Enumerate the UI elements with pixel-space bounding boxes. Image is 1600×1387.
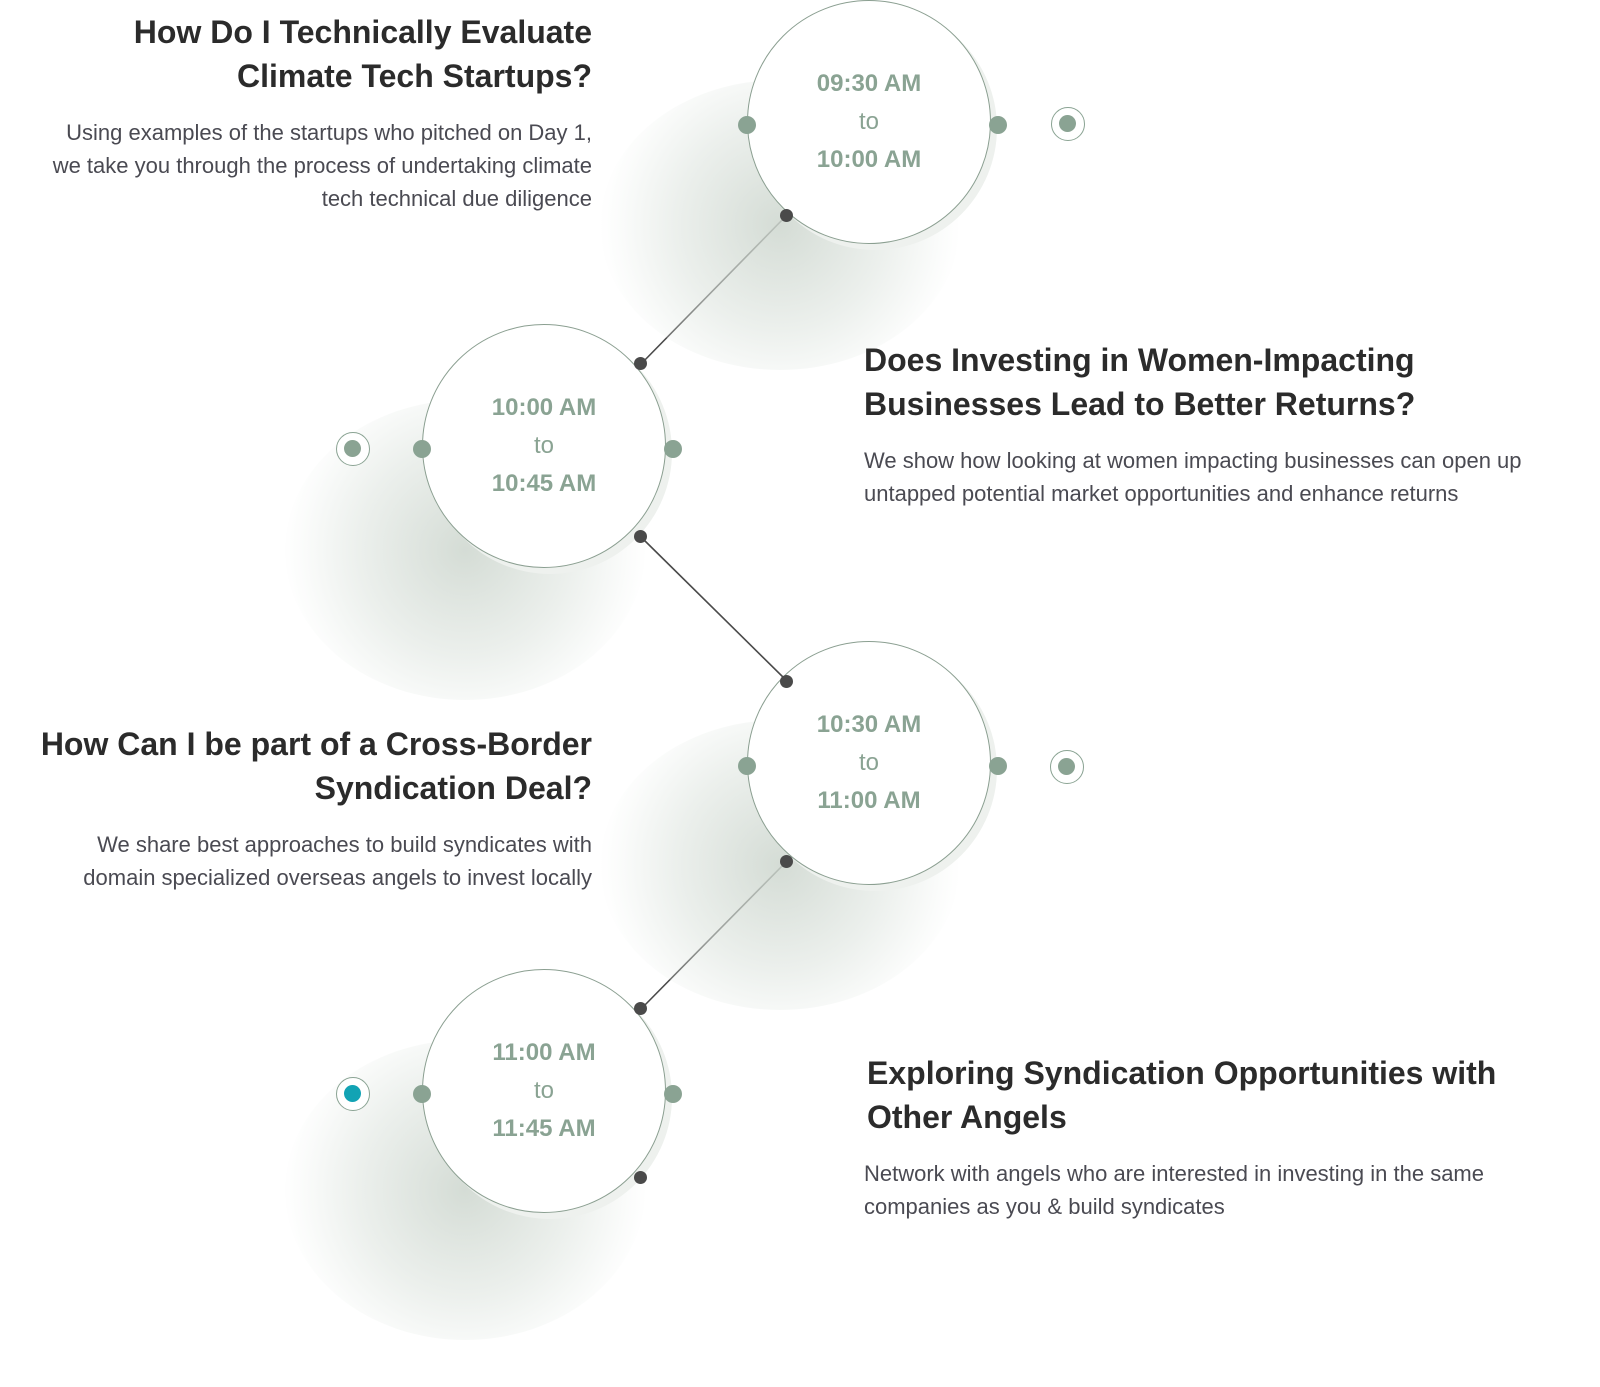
session-description: We share best approaches to build syndic…: [83, 832, 592, 890]
radio-dot: [344, 1085, 361, 1102]
session-title: Does Investing in Women-Impacting Busine…: [864, 342, 1416, 422]
side-dot: [413, 1085, 431, 1103]
session-title: How Can I be part of a Cross-Border Synd…: [40, 726, 592, 806]
connector-joint: [634, 357, 647, 370]
side-dot: [413, 440, 431, 458]
session-radio[interactable]: [1050, 750, 1084, 784]
time-circle: 10:00 AM to 10:45 AM: [422, 324, 666, 568]
start-time: 10:00 AM: [491, 394, 597, 421]
session-4: Exploring Syndication Opportunities with…: [864, 1051, 1580, 1223]
connector-joint: [780, 855, 793, 868]
time-circle: 09:30 AM to 10:00 AM: [747, 0, 991, 244]
side-dot: [664, 440, 682, 458]
side-dot: [989, 757, 1007, 775]
session-description: Network with angels who are interested i…: [864, 1161, 1484, 1219]
start-time: 11:00 AM: [492, 1039, 596, 1066]
session-3: How Can I be part of a Cross-Border Synd…: [30, 722, 592, 894]
end-time: 10:45 AM: [491, 470, 597, 497]
radio-dot: [1059, 115, 1076, 132]
time-circle: 10:30 AM to 11:00 AM: [747, 641, 991, 885]
side-dot: [664, 1085, 682, 1103]
session-radio[interactable]: [1051, 107, 1085, 141]
time-separator: to: [533, 1077, 554, 1104]
side-dot: [738, 116, 756, 134]
session-description: Using examples of the startups who pitch…: [52, 120, 592, 211]
end-time: 11:45 AM: [492, 1115, 596, 1142]
connector-joint: [634, 530, 647, 543]
session-title: Exploring Syndication Opportunities with…: [867, 1055, 1497, 1135]
start-time: 09:30 AM: [816, 70, 922, 97]
connector-line: [640, 536, 788, 682]
side-dot: [989, 116, 1007, 134]
radio-dot: [1058, 758, 1075, 775]
session-radio-active[interactable]: [336, 1077, 370, 1111]
session-title: How Do I Technically Evaluate Climate Te…: [133, 14, 592, 94]
end-time: 10:00 AM: [816, 146, 922, 173]
connector-joint: [780, 675, 793, 688]
connector-joint: [634, 1171, 647, 1184]
side-dot: [738, 757, 756, 775]
session-description: We show how looking at women impacting b…: [864, 448, 1522, 506]
session-2: Does Investing in Women-Impacting Busine…: [864, 338, 1580, 510]
connector-joint: [634, 1002, 647, 1015]
time-separator: to: [858, 108, 879, 135]
radio-dot: [344, 440, 361, 457]
connector-joint: [780, 209, 793, 222]
start-time: 10:30 AM: [816, 711, 922, 738]
session-radio[interactable]: [336, 432, 370, 466]
end-time: 11:00 AM: [817, 787, 921, 814]
time-separator: to: [533, 432, 554, 459]
time-separator: to: [858, 749, 879, 776]
time-circle: 11:00 AM to 11:45 AM: [422, 969, 666, 1213]
session-1: How Do I Technically Evaluate Climate Te…: [40, 10, 592, 215]
